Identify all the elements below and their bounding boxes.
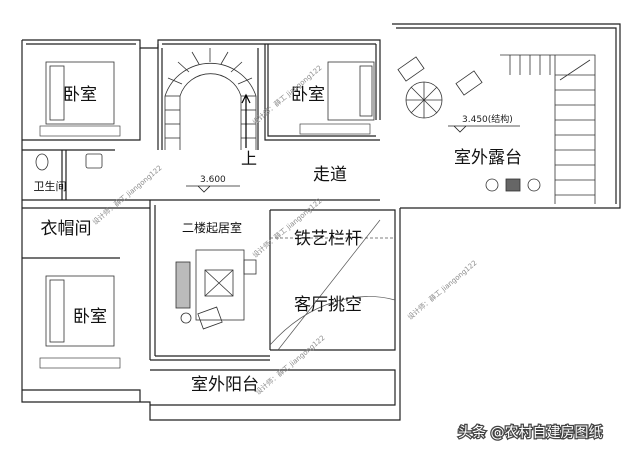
corridor-level-label: 3.600 [200,175,226,185]
terrace-level-label: 3.450(结构) [462,113,513,125]
watermark-3: 设计师：薛工 jiangong122 [251,196,324,259]
bedroom-top-right-label: 卧室 [291,85,325,105]
credit-text: 头条 @农村自建房图纸 [458,424,602,441]
bathroom-fixtures [35,153,103,171]
beds [45,61,375,347]
outdoor-terrace-label: 室外露台 [454,148,522,168]
walls [21,23,621,421]
iron-railing-label: 铁艺栏杆 [294,229,362,249]
watermark-5: 设计师：薛工 jiangong122 [254,333,327,396]
corridor-label: 走道 [313,165,347,185]
living-room-furniture [175,249,257,330]
living-void-label: 客厅挑空 [294,295,362,315]
bedroom-top-left-label: 卧室 [63,85,97,105]
outdoor-balcony-label: 室外阳台 [191,375,259,395]
bathroom-label: 卫生间 [34,179,67,193]
spiral-staircase [164,48,257,150]
external-staircase [500,54,596,204]
stair-up-arrow [241,93,251,148]
watermark-2: 设计师：薛工 jiangong122 [91,163,164,226]
stair-up-label: 上 [241,149,257,168]
watermark-4: 设计师：薛工 jiangong122 [406,258,479,321]
cloakroom-label: 衣帽间 [41,219,92,239]
level-markers [186,125,520,193]
railing [269,219,396,351]
stair-treads [509,55,595,196]
living-room-2f-label: 二楼起居室 [182,220,242,235]
wardrobes [39,123,371,369]
terrace-features [397,56,541,192]
bedroom-bottom-left-label: 卧室 [73,307,107,327]
